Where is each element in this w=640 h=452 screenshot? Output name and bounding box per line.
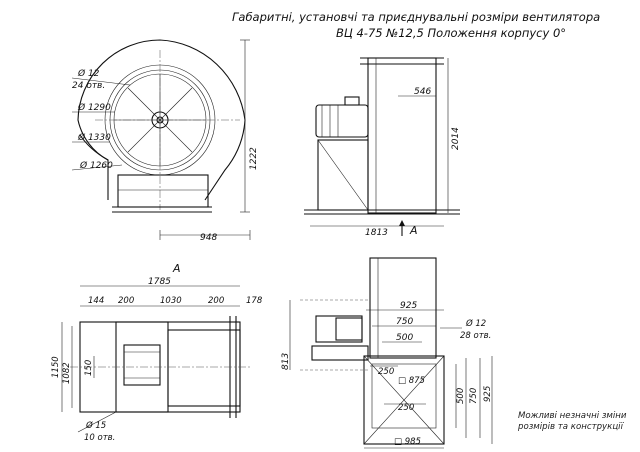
drawing-title-line2: ВЦ 4-75 №12,5 Положення корпусу 0°	[336, 26, 567, 40]
top-dim-200b: 200	[208, 296, 224, 306]
front-d1290: Ø 1290	[77, 102, 111, 113]
top-view: A 1785 144 200 1030 200 178 1150 1082 15…	[51, 262, 263, 443]
outlet-dim-875: □ 875	[398, 376, 425, 386]
top-hole-dia: Ø 15	[85, 420, 106, 431]
outlet-dim-985: □ 985	[394, 437, 421, 447]
outlet-dim-500v: 500	[456, 388, 466, 404]
outlet-dim-925: 925	[400, 301, 417, 311]
front-d1260: Ø 1260	[79, 160, 113, 171]
view-arrow-label: A	[409, 224, 418, 237]
outlet-dim-250b: 250	[398, 403, 414, 413]
outlet-dim-500: 500	[396, 333, 413, 343]
front-height-dim: 1222	[249, 147, 259, 170]
side-view: 546 2014 1813 A	[304, 57, 461, 238]
drawing-title-line1: Габаритні, установчі та приєднувальні ро…	[232, 10, 601, 24]
top-dim-1082: 1082	[62, 362, 72, 384]
outlet-view: 925 750 500 813 Ø 12 28 отв. □ 875 250 2…	[281, 257, 493, 449]
outlet-hole-count: 28 отв.	[460, 331, 491, 341]
outlet-dim-925v: 925	[483, 386, 493, 402]
side-height-dim: 2014	[451, 127, 461, 150]
side-width-dim: 1813	[365, 228, 388, 238]
front-holes-label: Ø 12	[77, 68, 100, 79]
top-dim-144: 144	[88, 296, 104, 306]
top-overall-dim: 1785	[148, 277, 171, 287]
disclaimer-line2: розмірів та конструкції	[518, 422, 623, 432]
disclaimer-line1: Можливі незначні зміни	[518, 411, 627, 421]
side-outlet-dim: 546	[414, 87, 431, 97]
top-dim-1150: 1150	[51, 356, 61, 378]
section-label: A	[172, 262, 181, 275]
top-dim-200a: 200	[118, 296, 134, 306]
front-holes-count: 24 отв.	[72, 81, 105, 91]
outlet-dim-750: 750	[396, 317, 413, 327]
top-hole-count: 10 отв.	[84, 433, 115, 443]
front-d1330: Ø 1330	[77, 132, 111, 143]
outlet-dim-250a: 250	[378, 367, 394, 377]
disclaimer-note: Можливі незначні зміни розмірів та конст…	[518, 411, 627, 433]
top-dim-1030: 1030	[160, 296, 182, 306]
top-dim-178: 178	[246, 296, 263, 306]
outlet-hole-dia: Ø 12	[465, 318, 486, 329]
outlet-dim-813: 813	[281, 353, 291, 370]
top-dim-150: 150	[84, 360, 94, 376]
front-view: Ø 12 24 отв. Ø 1290 Ø 1330 Ø 1260 1222 9…	[71, 39, 259, 243]
front-width-dim: 948	[200, 233, 217, 243]
outlet-dim-750v: 750	[469, 388, 479, 404]
